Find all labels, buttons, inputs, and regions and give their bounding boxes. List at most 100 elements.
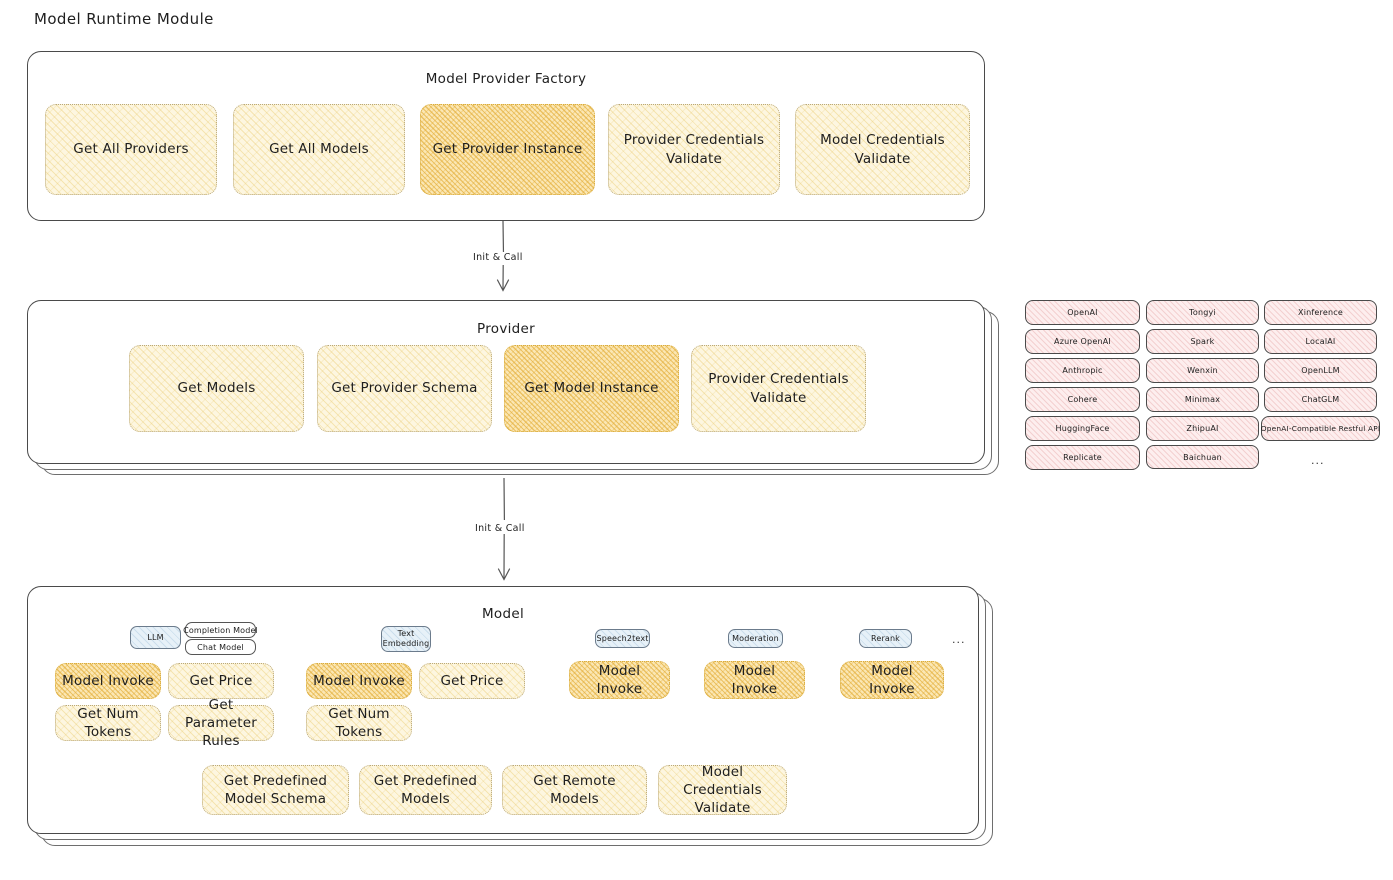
model-type-badge-text-embedding[interactable]: Text Embedding xyxy=(381,626,431,652)
node-label: Get Provider Schema xyxy=(331,380,478,397)
model-type-badge-rerank[interactable]: Rerank xyxy=(859,629,912,648)
chip-label: HuggingFace xyxy=(1055,424,1110,433)
node-label: Model Invoke xyxy=(731,662,778,697)
node-label: Get All Models xyxy=(269,141,369,158)
node-label: Get Num Tokens xyxy=(328,705,390,740)
model-type-badge-speech2text[interactable]: Speech2text xyxy=(595,629,650,648)
provider-chip-localai[interactable]: LocalAI xyxy=(1264,329,1377,354)
llm-method-model-invoke[interactable]: Model Invoke xyxy=(55,663,161,699)
text-embedding-method-model-invoke[interactable]: Model Invoke xyxy=(306,663,412,699)
node-label: Get Price xyxy=(440,672,504,689)
rerank-method-model-invoke[interactable]: Model Invoke xyxy=(840,661,944,699)
chip-label: Azure OpenAI xyxy=(1054,337,1111,346)
model-subbadge-completion-model[interactable]: Completion Model xyxy=(183,622,258,638)
node-label: Model Invoke xyxy=(596,662,643,697)
badge-label: Moderation xyxy=(732,633,779,643)
factory-node-get-provider-instance[interactable]: Get Provider Instance xyxy=(420,104,595,195)
chip-label: Wenxin xyxy=(1187,366,1218,375)
chip-label: Replicate xyxy=(1063,453,1102,462)
provider-chip-azure-openai[interactable]: Azure OpenAI xyxy=(1025,329,1140,354)
provider-chip-anthropic[interactable]: Anthropic xyxy=(1025,358,1140,383)
arrow-label-init-and-call-1: Init & Call xyxy=(470,252,526,263)
chip-label: Tongyi xyxy=(1189,308,1216,317)
node-label: Get Parameter Rules xyxy=(184,696,258,750)
node-label: Get Models xyxy=(177,380,256,397)
factory-node-get-all-providers[interactable]: Get All Providers xyxy=(45,104,217,195)
node-label: Get Predefined Model Schema xyxy=(223,772,328,807)
text-embedding-method-get-num-tokens[interactable]: Get Num Tokens xyxy=(306,705,412,741)
llm-method-get-price[interactable]: Get Price xyxy=(168,663,274,699)
provider-list-more-ellipsis: ... xyxy=(1311,454,1325,467)
text-embedding-method-get-price[interactable]: Get Price xyxy=(419,663,525,699)
model-provider-factory-title: Model Provider Factory xyxy=(425,71,587,87)
model-common-method-get-predefined-models[interactable]: Get Predefined Models xyxy=(359,765,492,815)
provider-chip-cohere[interactable]: Cohere xyxy=(1025,387,1140,412)
moderation-method-model-invoke[interactable]: Model Invoke xyxy=(704,661,805,699)
page-title: Model Runtime Module xyxy=(34,10,214,28)
factory-node-get-all-models[interactable]: Get All Models xyxy=(233,104,405,195)
factory-node-model-credentials-validate[interactable]: Model Credentials Validate xyxy=(795,104,970,195)
llm-method-get-num-tokens[interactable]: Get Num Tokens xyxy=(55,705,161,741)
llm-method-get-parameter-rules[interactable]: Get Parameter Rules xyxy=(168,697,274,749)
node-label: Get Provider Instance xyxy=(432,141,583,158)
badge-label: Speech2text xyxy=(596,633,649,643)
arrow-provider-to-model xyxy=(497,478,511,581)
chip-label: OpenAI xyxy=(1067,308,1098,317)
node-label: Get Price xyxy=(189,672,253,689)
arrow-label-init-and-call-2: Init & Call xyxy=(472,523,528,534)
arrow-factory-to-provider xyxy=(496,221,510,292)
model-common-method-get-remote-models[interactable]: Get Remote Models xyxy=(502,765,647,815)
provider-chip-chatglm[interactable]: ChatGLM xyxy=(1264,387,1377,412)
provider-chip-huggingface[interactable]: HuggingFace xyxy=(1025,416,1140,441)
provider-chip-openai[interactable]: OpenAI xyxy=(1025,300,1140,325)
model-types-more-ellipsis: ... xyxy=(952,633,966,646)
model-common-method-model-credentials-validate[interactable]: Model Credentials Validate xyxy=(658,763,787,817)
node-label: Get Num Tokens xyxy=(77,705,139,740)
provider-chip-wenxin[interactable]: Wenxin xyxy=(1146,358,1259,383)
chip-label: Cohere xyxy=(1067,395,1098,404)
chip-label: ZhipuAI xyxy=(1186,424,1219,433)
provider-chip-spark[interactable]: Spark xyxy=(1146,329,1259,354)
model-type-badge-moderation[interactable]: Moderation xyxy=(728,629,783,648)
node-label: Get Predefined Models xyxy=(373,772,478,807)
provider-chip-replicate[interactable]: Replicate xyxy=(1025,445,1140,470)
chip-label: LocalAI xyxy=(1305,337,1336,346)
subbadge-label: Completion Model xyxy=(183,625,258,635)
provider-node-provider-credentials-validate[interactable]: Provider Credentials Validate xyxy=(691,345,866,432)
provider-node-get-provider-schema[interactable]: Get Provider Schema xyxy=(317,345,492,432)
provider-title: Provider xyxy=(477,321,535,337)
chip-label: Spark xyxy=(1190,337,1215,346)
chip-label: OpenAI-Compatible Restful API xyxy=(1260,424,1381,433)
model-type-badge-llm[interactable]: LLM xyxy=(130,626,181,649)
factory-node-provider-credentials-validate[interactable]: Provider Credentials Validate xyxy=(608,104,780,195)
chip-label: OpenLLM xyxy=(1301,366,1340,375)
chip-label: Xinference xyxy=(1298,308,1343,317)
node-label: Model Invoke xyxy=(313,672,405,689)
provider-node-get-model-instance[interactable]: Get Model Instance xyxy=(504,345,679,432)
node-label: Model Credentials Validate xyxy=(683,763,762,817)
provider-chip-baichuan[interactable]: Baichuan xyxy=(1146,445,1259,469)
model-common-method-get-predefined-model-schema[interactable]: Get Predefined Model Schema xyxy=(202,765,349,815)
badge-label: LLM xyxy=(147,632,164,642)
speech2text-method-model-invoke[interactable]: Model Invoke xyxy=(569,661,670,699)
provider-chip-minimax[interactable]: Minimax xyxy=(1146,387,1259,412)
node-label: Model Invoke xyxy=(62,672,154,689)
node-label: Get All Providers xyxy=(73,141,189,158)
provider-node-get-models[interactable]: Get Models xyxy=(129,345,304,432)
provider-chip-xinference[interactable]: Xinference xyxy=(1264,300,1377,325)
chip-label: ChatGLM xyxy=(1301,395,1340,404)
provider-chip-zhipuai[interactable]: ZhipuAI xyxy=(1146,416,1259,441)
chip-label: Anthropic xyxy=(1062,366,1103,375)
chip-label: Baichuan xyxy=(1183,452,1222,462)
node-label: Provider Credentials Validate xyxy=(708,371,849,406)
subbadge-label: Chat Model xyxy=(197,642,244,652)
node-label: Get Model Instance xyxy=(524,380,659,397)
chip-label: Minimax xyxy=(1184,395,1221,404)
badge-label: Rerank xyxy=(871,633,900,643)
provider-chip-tongyi[interactable]: Tongyi xyxy=(1146,300,1259,325)
model-subbadge-chat-model[interactable]: Chat Model xyxy=(185,639,256,655)
provider-chip-openllm[interactable]: OpenLLM xyxy=(1264,358,1377,383)
badge-label: Text Embedding xyxy=(382,629,430,648)
provider-chip-openai-compatible-restful-api[interactable]: OpenAI-Compatible Restful API xyxy=(1261,416,1380,441)
